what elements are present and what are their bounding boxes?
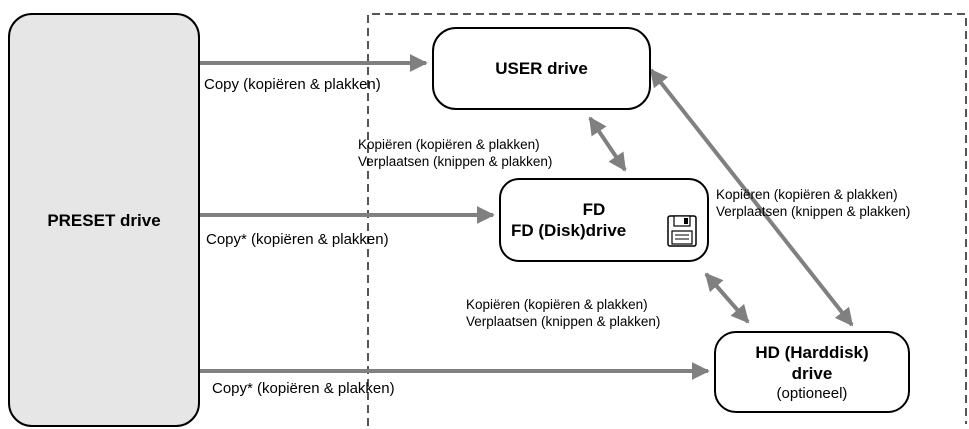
- label-fd-hd-copy: Kopiëren (kopiëren & plakken): [466, 297, 648, 312]
- fd-drive-label-2: FD (Disk)drive: [511, 221, 627, 240]
- fd-drive-label-1: FD: [582, 200, 606, 219]
- label-user-hd-copy: Kopiëren (kopiëren & plakken): [716, 187, 898, 202]
- user-drive-label: USER drive: [495, 59, 588, 78]
- preset-drive-node: PRESET drive: [8, 13, 200, 427]
- label-fd-hd-move: Verplaatsen (knippen & plakken): [466, 314, 661, 329]
- floppy-disk-icon: [667, 215, 697, 247]
- arrow-fd-hd: [704, 272, 750, 324]
- hd-drive-label-2: drive: [791, 363, 833, 383]
- hd-drive-label-1: HD (Harddisk): [755, 342, 869, 362]
- user-drive-node: USER drive: [432, 27, 651, 110]
- label-user-fd-move: Verplaatsen (knippen & plakken): [358, 154, 553, 169]
- arrow-user-hd: [649, 68, 854, 327]
- label-user-fd-copy: Kopiëren (kopiëren & plakken): [358, 137, 540, 152]
- arrow-user-fd: [588, 116, 627, 172]
- label-preset-fd: Copy* (kopiëren & plakken): [206, 231, 389, 248]
- label-preset-hd: Copy* (kopiëren & plakken): [212, 380, 395, 397]
- hd-drive-sublabel: (optioneel): [776, 384, 848, 402]
- label-user-hd-move: Verplaatsen (knippen & plakken): [716, 204, 911, 219]
- fd-drive-node: FD FD (Disk)drive: [499, 178, 709, 262]
- hd-drive-node: HD (Harddisk) drive (optioneel): [714, 331, 910, 413]
- label-preset-user: Copy (kopiëren & plakken): [204, 76, 381, 93]
- preset-drive-label: PRESET drive: [47, 210, 161, 230]
- dashed-region-boundary: [367, 13, 967, 426]
